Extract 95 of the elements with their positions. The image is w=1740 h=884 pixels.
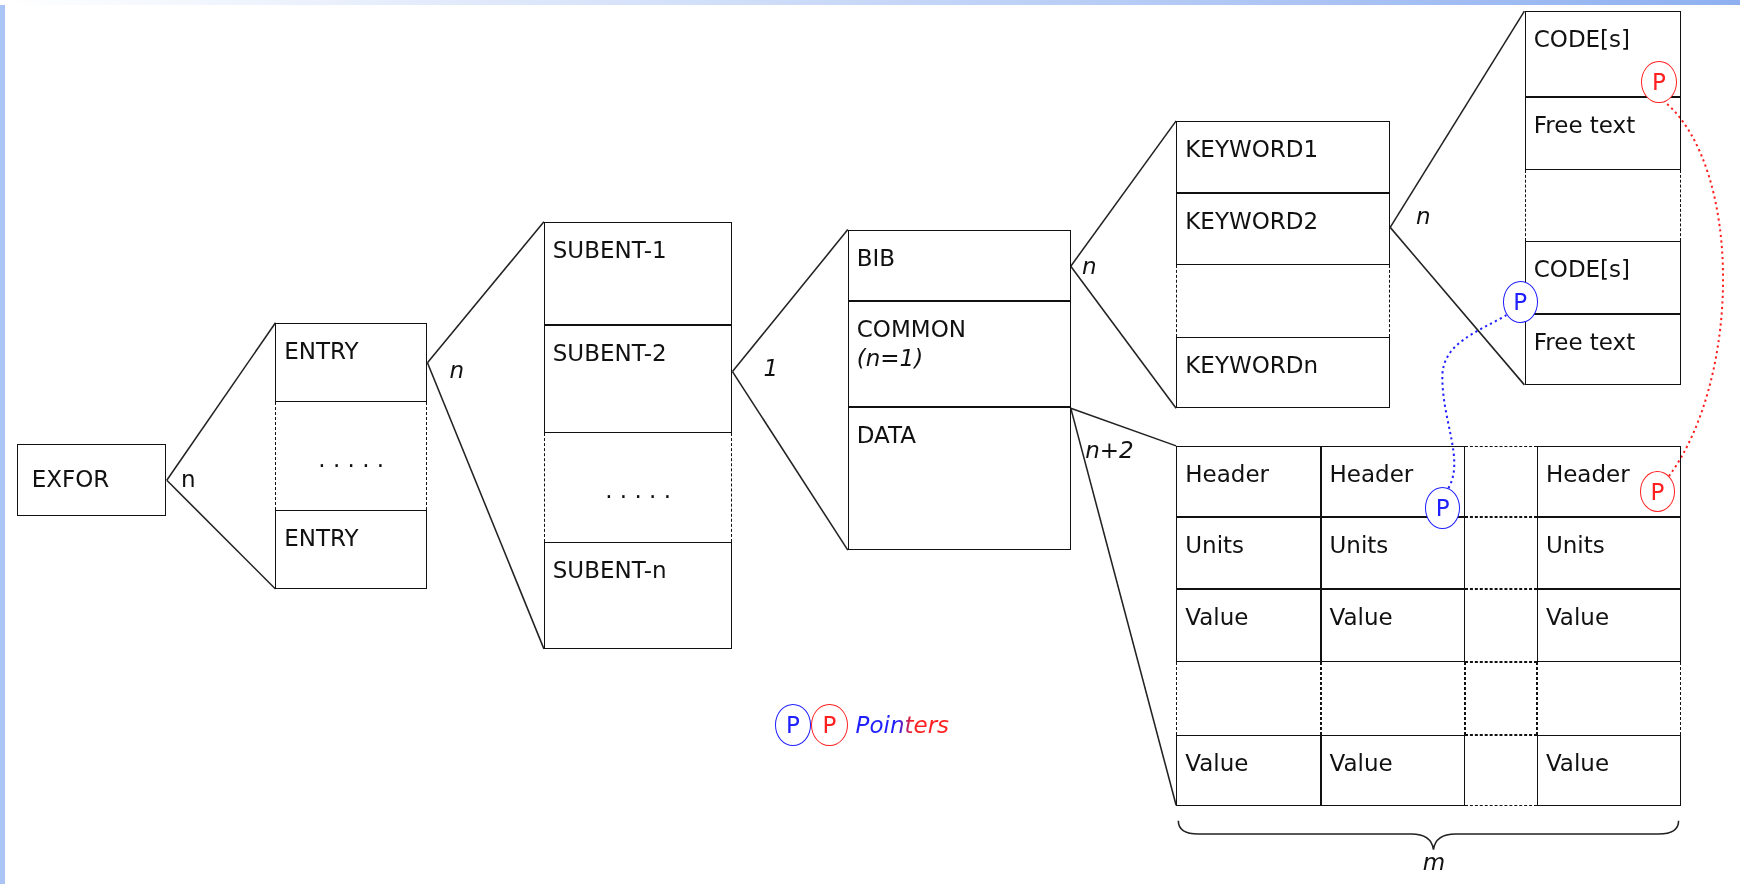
box-label: Value: [1185, 749, 1249, 777]
multiplicity-label: n+2: [1085, 437, 1134, 465]
expansion-line: [426, 361, 545, 650]
record-box: [543, 541, 733, 650]
box-label: (n=1): [856, 344, 924, 372]
box-label: Value: [1545, 604, 1610, 632]
expansion-line: [1070, 265, 1177, 409]
box-label: . . . . .: [318, 446, 385, 474]
expansion-line: [1070, 407, 1177, 807]
table-cell: [1176, 734, 1321, 806]
table-cell: [1320, 589, 1465, 663]
box-label: ENTRY: [284, 337, 359, 365]
table-cell: [1536, 517, 1682, 590]
table-cell: [1176, 589, 1321, 663]
box-label: BIB: [856, 244, 896, 272]
ellipsis-box: [543, 432, 733, 542]
empty-table-cell: [1464, 446, 1537, 518]
record-box: [275, 322, 428, 402]
table-cell: [1320, 446, 1465, 518]
box-label: KEYWORD1: [1185, 135, 1319, 163]
expansion-line: [166, 322, 277, 482]
box-label: ENTRY: [284, 525, 359, 553]
box-label: SUBENT-1: [552, 236, 667, 264]
expansion-line: [1389, 226, 1526, 386]
box-label: DATA: [856, 422, 917, 450]
table-cell: [1536, 734, 1682, 806]
multiplicity-label: n: [1081, 253, 1097, 280]
record-box: [847, 407, 1071, 551]
box-label: Free text: [1533, 329, 1636, 357]
record-box: [1176, 120, 1391, 194]
expansion-line: [166, 479, 277, 590]
expansion-line: [426, 221, 545, 364]
ellipsis-box: [275, 401, 428, 511]
empty-table-cell: [1464, 734, 1537, 806]
table-cell: [1176, 517, 1321, 590]
empty-table-cell: [1464, 517, 1537, 590]
expansion-line: [1070, 407, 1177, 447]
table-cell: [1536, 589, 1682, 663]
box-label: Value: [1329, 604, 1393, 632]
box-label: COMMON: [856, 315, 966, 343]
empty-table-cell: [1464, 589, 1537, 663]
table-cell: [1320, 734, 1465, 806]
expansion-line: [731, 370, 849, 551]
box-label: SUBENT-n: [552, 556, 667, 584]
box-label: Units: [1329, 532, 1389, 560]
box-label: Free text: [1533, 111, 1636, 139]
box-label: Value: [1185, 604, 1249, 632]
box-label: Units: [1185, 532, 1245, 560]
expansion-line: [1070, 120, 1177, 267]
box-label: Value: [1545, 749, 1610, 777]
empty-table-cell: [1320, 662, 1465, 735]
multiplicity-label: m: [1422, 848, 1446, 876]
box-label: KEYWORD2: [1185, 208, 1319, 236]
empty-table-cell: [1464, 662, 1537, 735]
table-cell: [1320, 517, 1465, 590]
empty-table-cell: [1536, 662, 1682, 735]
multiplicity-label: n: [180, 466, 196, 494]
pointer-circle: P: [1641, 61, 1677, 104]
multiplicity-label: n: [449, 357, 464, 385]
box-label: Value: [1329, 749, 1393, 777]
record-box: [543, 221, 733, 326]
empty-table-cell: [1176, 662, 1321, 735]
record-box: [1176, 337, 1391, 409]
record-box: [1524, 96, 1682, 170]
multiplicity-label: 1: [763, 355, 779, 383]
box-label: Units: [1545, 532, 1605, 560]
pointer-symbol: P: [774, 703, 812, 746]
box-label: CODE[s]: [1533, 255, 1631, 283]
empty-box: [1176, 265, 1391, 338]
box-label: Header: [1545, 461, 1630, 489]
box-label: Header: [1329, 461, 1414, 489]
pointer-circle: P: [1502, 280, 1538, 323]
multiplicity-label: n: [1415, 203, 1431, 231]
table-cell: [1536, 446, 1682, 518]
record-box: [543, 325, 733, 433]
record-box: [847, 229, 1071, 301]
record-box: [847, 300, 1071, 408]
empty-box: [1524, 169, 1682, 241]
record-box: [275, 510, 428, 590]
box-label: . . . . .: [605, 477, 671, 505]
record-box: [1524, 314, 1682, 386]
box-label: Header: [1185, 461, 1269, 489]
box-label: EXFOR: [31, 465, 110, 493]
pointer-circle: P: [1639, 471, 1676, 513]
record-box: [1176, 193, 1391, 266]
expansion-line: [1389, 10, 1526, 229]
record-box: [1524, 11, 1682, 97]
box-label: CODE[s]: [1533, 26, 1631, 54]
record-box: [16, 443, 167, 516]
pointer-symbol: P: [811, 703, 848, 746]
pointer-circle: P: [1424, 487, 1461, 530]
expansion-line: [731, 228, 849, 373]
table-cell: [1176, 446, 1321, 518]
box-label: KEYWORDn: [1185, 352, 1319, 380]
box-label: SUBENT-2: [552, 340, 667, 368]
